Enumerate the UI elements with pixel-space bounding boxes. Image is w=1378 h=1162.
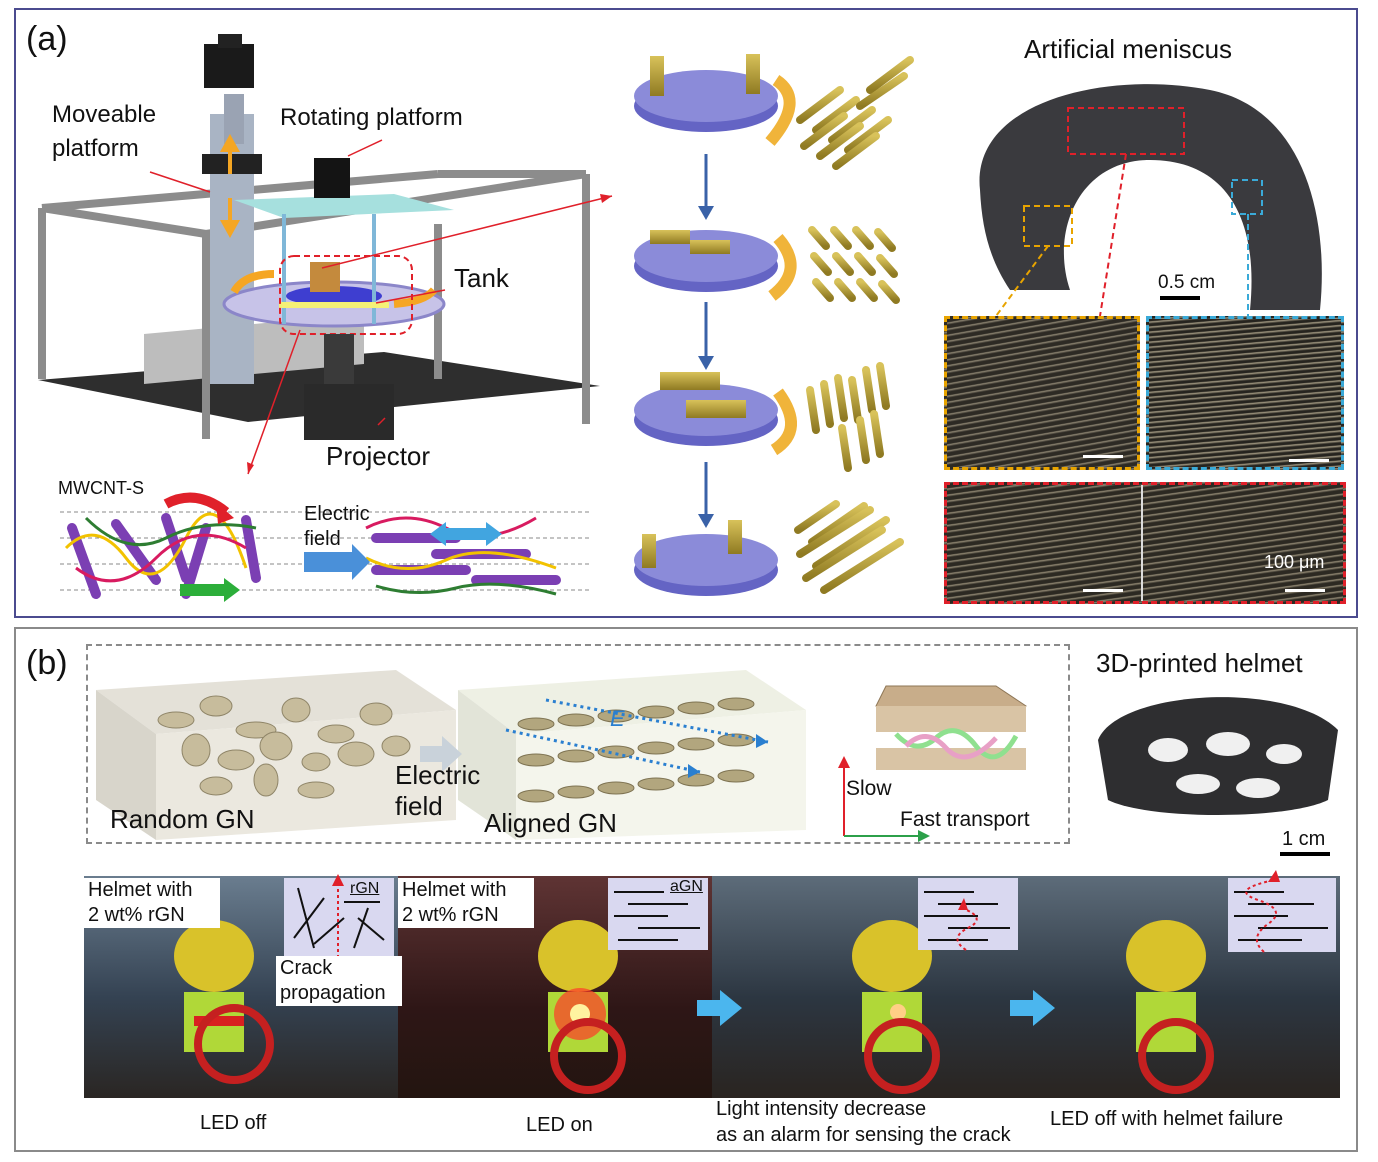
scale-1cm: 1 cm [1282, 828, 1326, 850]
agn-failure-inset [1228, 870, 1336, 953]
rgn-label: rGN [350, 880, 380, 897]
caption-light-decrease-2: as an alarm for sensing the crack [716, 1124, 1011, 1146]
panel-a-label: (a) [26, 20, 68, 58]
e-field-label: E [610, 706, 625, 731]
slow-label: Slow [846, 777, 892, 800]
panel-a-frame [14, 8, 1358, 618]
mwcnt-label: MWCNT-S [58, 478, 144, 498]
meniscus-photo [979, 84, 1322, 317]
electric-field-label-b: Electric field [395, 760, 481, 821]
helmet-photo [1098, 697, 1338, 856]
micrograph-red [944, 482, 1346, 604]
agn-crack-inset [918, 878, 1018, 951]
agn-inset: aGN [608, 878, 708, 950]
panel-b-frame [14, 627, 1358, 1152]
panel-b-label: (b) [26, 644, 68, 682]
moveable-platform-label: Moveable platform [52, 101, 157, 162]
helmet-title: 3D-printed helmet [1096, 648, 1303, 678]
scale-0-5cm: 0.5 cm [1158, 272, 1216, 293]
caption-light-decrease-1: Light intensity decrease [716, 1098, 927, 1120]
annotation-arrows [149, 139, 613, 475]
rotating-platform-label: Rotating platform [280, 104, 463, 131]
caption-helmet-failure: LED off with helmet failure [1050, 1108, 1284, 1130]
micrograph-yellow [944, 316, 1140, 470]
photo1-label: Helmet with 2 wt% rGN [84, 878, 220, 928]
agn-label: aGN [670, 878, 703, 895]
rgn-inset: rGN [284, 874, 394, 958]
printer-illustration [38, 34, 600, 440]
rotation-sequence-diagram [634, 54, 914, 596]
scale-bar-1cm [1280, 852, 1328, 856]
caption-led-off: LED off [200, 1112, 267, 1134]
photo-light-decrease [712, 876, 1026, 1098]
mwcnt-schematic [60, 492, 592, 602]
alignment-schematic-frame [86, 644, 1070, 844]
photo2-label: Helmet with 2 wt% rGN [398, 878, 534, 928]
micrograph-cyan [1146, 316, 1344, 470]
tank-label: Tank [454, 263, 509, 293]
caption-led-on: LED on [526, 1114, 593, 1136]
aligned-gn-label: Aligned GN [484, 808, 617, 838]
electric-field-label-a: Electric field [304, 503, 370, 550]
fast-transport-label: Fast transport [900, 808, 1030, 831]
random-gn-label: Random GN [110, 804, 255, 834]
transport-diagram [838, 685, 1027, 842]
meniscus-title: Artificial meniscus [1024, 34, 1233, 64]
scale-100um: 100 μm [1264, 552, 1325, 572]
crack-propagation-label: Crack propagation [276, 956, 402, 1006]
projector-label: Projector [326, 441, 431, 471]
gn-alignment-diagram [96, 670, 806, 840]
